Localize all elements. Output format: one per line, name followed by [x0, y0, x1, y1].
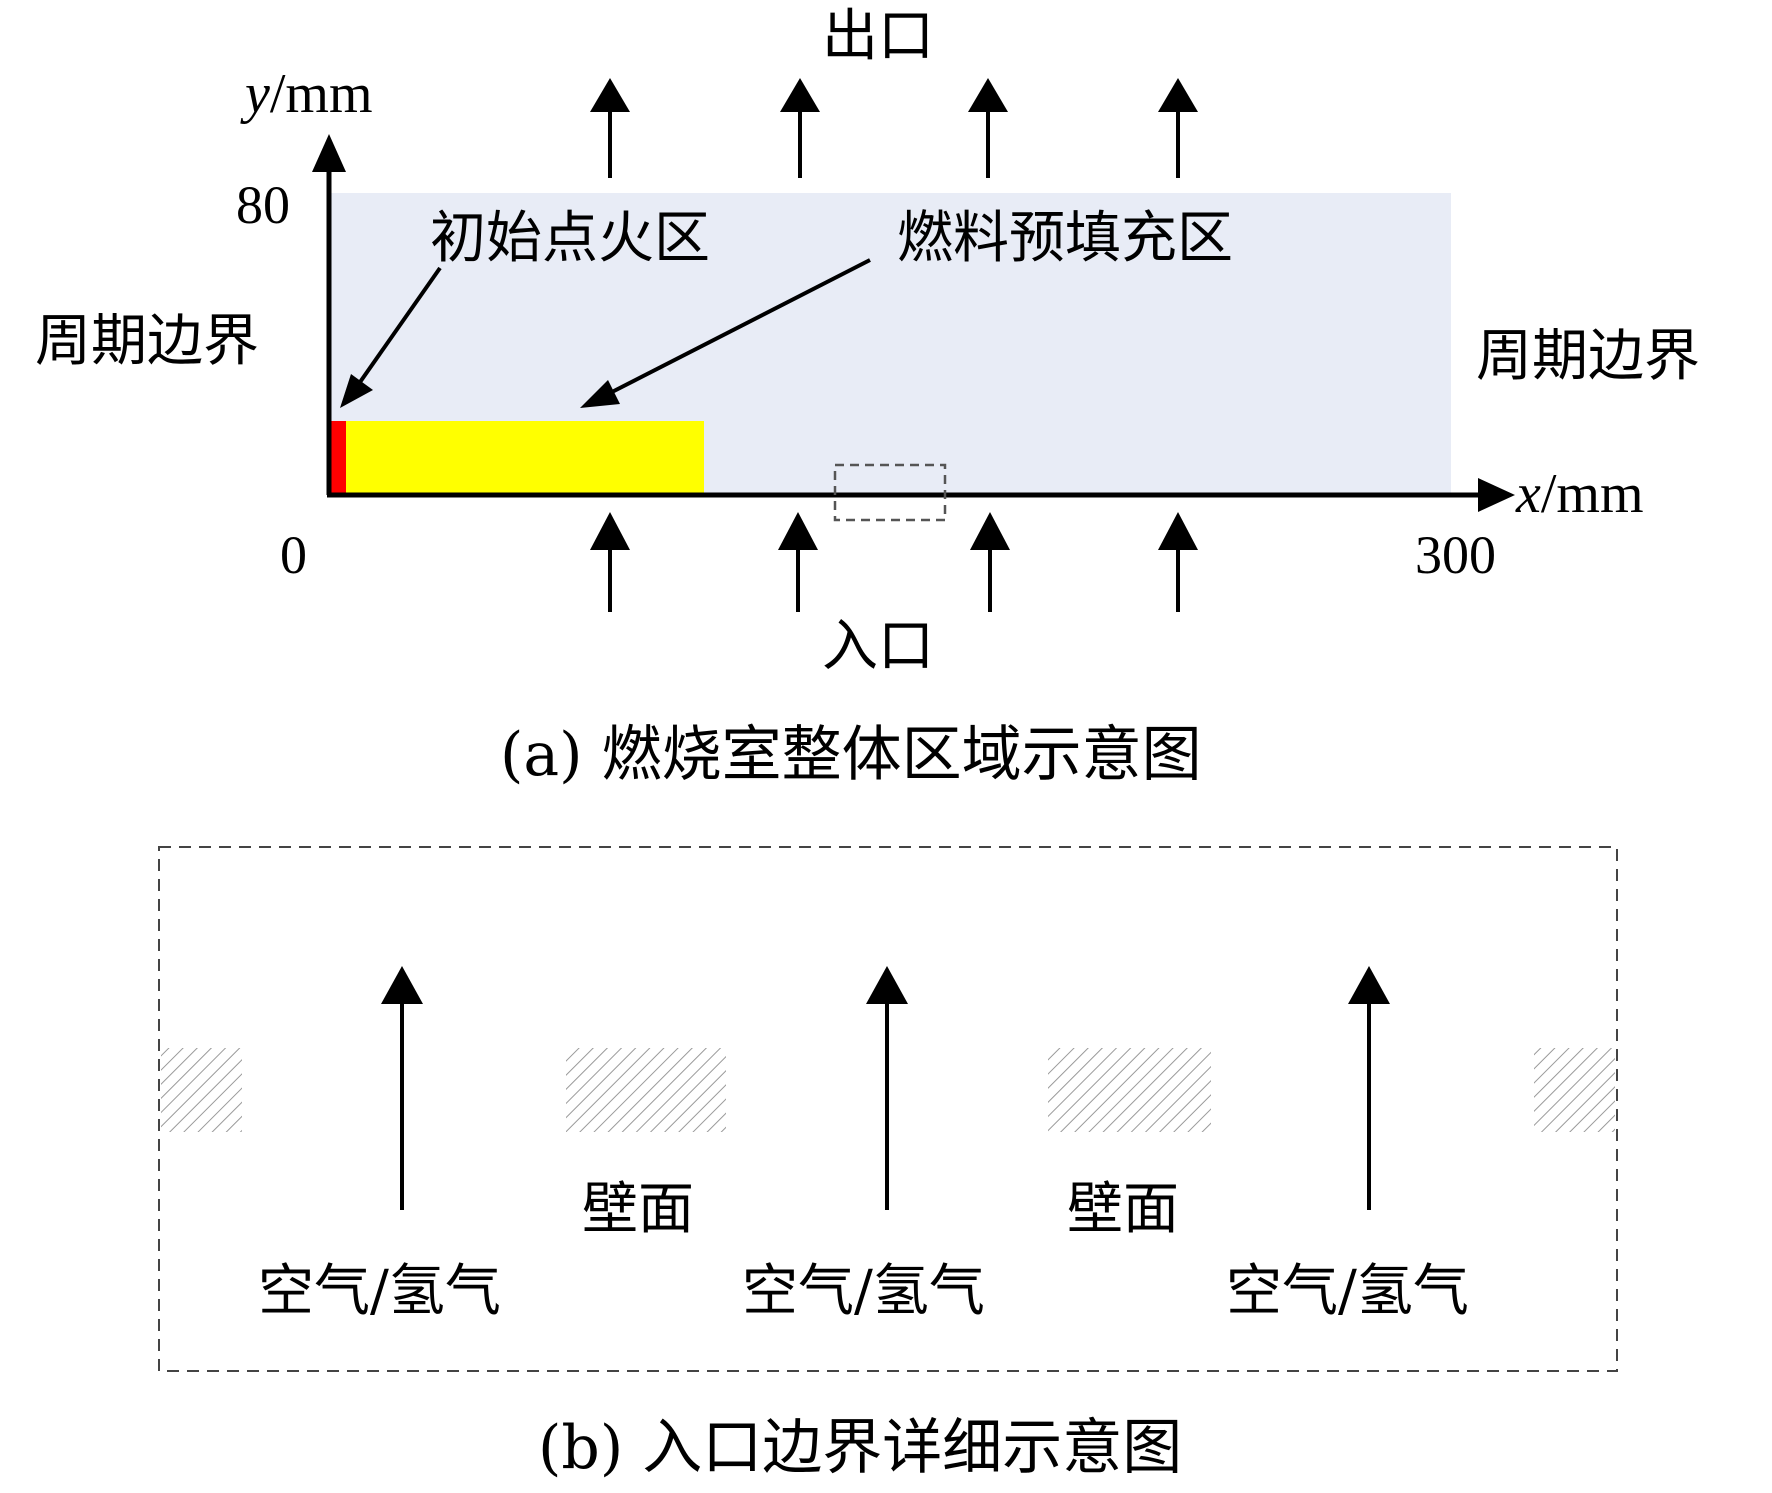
- ignition-zone: [329, 421, 346, 495]
- gas-label: 空气/氢气: [1226, 1259, 1469, 1324]
- inlet-arrow-icon: [970, 512, 1010, 550]
- detail-region-box: [833, 463, 947, 522]
- outlet-arrow-icon: [780, 78, 820, 112]
- periodic-boundary-right: 周期边界: [1476, 324, 1700, 389]
- flow-arrow-icon: [1348, 966, 1390, 1004]
- fuel-pointer-arrow-icon: [580, 380, 620, 408]
- inlet-arrows: [590, 512, 1198, 612]
- outlet-arrow-icon: [590, 78, 630, 112]
- wall-label: 壁面: [582, 1177, 694, 1242]
- wall-hatch: [566, 1048, 726, 1132]
- outlet-arrow-icon: [1158, 78, 1198, 112]
- x-tick-300: 300: [1415, 525, 1496, 585]
- wall-hatch: [161, 1048, 242, 1132]
- gas-label: 空气/氢气: [742, 1259, 985, 1324]
- panel-a: y/mm x/mm 80 0 300 出口: [35, 4, 1700, 790]
- periodic-boundary-left: 周期边界: [35, 309, 259, 374]
- fuel-pointer: [611, 258, 871, 394]
- inlet-arrow-icon: [778, 512, 818, 550]
- x-tick-0: 0: [280, 525, 307, 585]
- y-axis-arrow-icon: [312, 134, 346, 172]
- y-tick-80: 80: [236, 175, 290, 235]
- inlet-label: 入口: [822, 614, 934, 679]
- inlet-arrow-icon: [1158, 512, 1198, 550]
- caption-a: (a) 燃烧室整体区域示意图: [500, 720, 1202, 790]
- fuel-prefill-zone: [329, 421, 704, 495]
- fuel-zone-label: 燃料预填充区: [897, 206, 1233, 271]
- outlet-label: 出口: [822, 4, 934, 69]
- flow-arrow-icon: [381, 966, 423, 1004]
- x-axis-label: x/mm: [1515, 463, 1644, 525]
- ignition-pointer-arrow-icon: [340, 374, 373, 408]
- gas-label: 空气/氢气: [258, 1259, 501, 1324]
- ignition-pointer: [356, 266, 442, 387]
- wall-hatch: [1048, 1048, 1211, 1132]
- x-axis-arrow-icon: [1478, 478, 1515, 512]
- outlet-arrows: [590, 78, 1198, 178]
- caption-b: (b) 入口边界详细示意图: [538, 1413, 1182, 1483]
- panel-b: 壁面 壁面 空气/氢气 空气/氢气 空气/氢气 (b) 入口边界详细示意图: [158, 846, 1618, 1483]
- wall-label: 壁面: [1067, 1177, 1179, 1242]
- y-axis-label: y/mm: [240, 63, 373, 125]
- wall-hatch: [1534, 1048, 1615, 1132]
- detail-box: [158, 846, 1618, 1372]
- ignition-zone-label: 初始点火区: [430, 206, 710, 271]
- inlet-arrow-icon: [590, 512, 630, 550]
- outlet-arrow-icon: [968, 78, 1008, 112]
- flow-arrow-icon: [866, 966, 908, 1004]
